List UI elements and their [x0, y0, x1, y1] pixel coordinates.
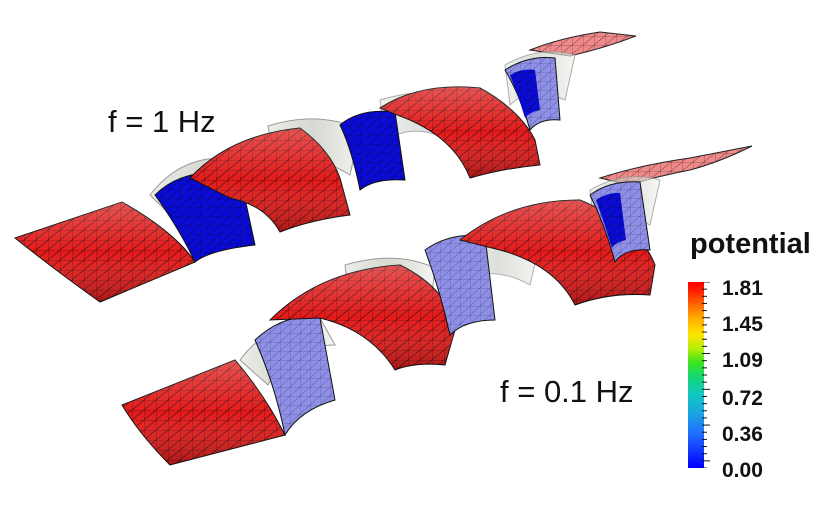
- legend-tick-label: 0.00: [722, 459, 763, 482]
- frequency-label-top: f = 1 Hz: [108, 104, 216, 139]
- bottom-actuator: [121, 145, 753, 466]
- legend-tick-label: 0.36: [722, 423, 763, 446]
- frequency-label-bottom: f = 0.1 Hz: [500, 374, 634, 409]
- colorbar: [688, 282, 704, 468]
- legend-tick-label: 1.81: [722, 277, 763, 300]
- colorbar-ticks: [702, 282, 710, 468]
- legend-title: potential: [690, 228, 811, 260]
- top-actuator: [13, 31, 637, 303]
- legend-tick-label: 1.45: [722, 313, 763, 336]
- legend-tick-label: 0.72: [722, 387, 763, 410]
- legend-tick-label: 1.09: [722, 349, 763, 372]
